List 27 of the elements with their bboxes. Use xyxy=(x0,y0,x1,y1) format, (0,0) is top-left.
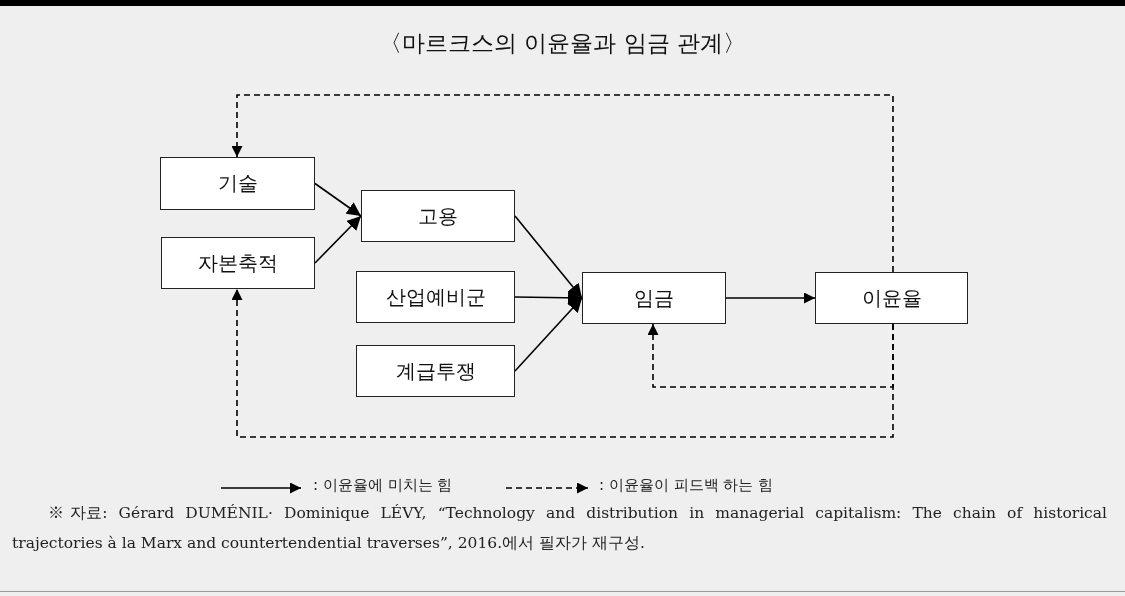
node-label: 산업예비군 xyxy=(385,283,486,311)
node-label: 이윤율 xyxy=(861,284,922,312)
process-box xyxy=(161,237,315,289)
arrow xyxy=(514,297,583,372)
node-label: 고용 xyxy=(418,202,458,230)
dashed-arrow xyxy=(231,288,894,438)
process-box xyxy=(582,272,726,324)
arrow xyxy=(314,215,362,264)
legend-label: : 이윤율에 미치는 힘 xyxy=(313,476,453,495)
arrow xyxy=(514,290,583,305)
dashed-arrow xyxy=(647,323,894,388)
arrow xyxy=(314,182,362,217)
arrow xyxy=(514,215,583,299)
diagram-title: 〈마르크스의 이윤율과 임금 관계〉 xyxy=(379,29,746,58)
node-label: 기술 xyxy=(217,170,258,197)
legend-label: : 이윤율이 피드백 하는 힘 xyxy=(599,476,774,495)
process-box xyxy=(160,157,315,210)
node-label: 자본축적 xyxy=(198,249,278,277)
process-box xyxy=(356,345,515,397)
node-label: 계급투쟁 xyxy=(395,357,476,385)
process-box xyxy=(356,271,515,323)
node-label: 임금 xyxy=(634,284,674,312)
process-box xyxy=(815,272,968,324)
arrow xyxy=(725,292,816,304)
process-box xyxy=(361,190,515,242)
source-note: ※자료: Gérard DUMÉNIL· Dominique LÉVY, “Technology and distribution in managerial capitalism: The chain of historical trajectories à la Marx and countertendential traverses”, 2016.에서 필자가 재구성. xyxy=(12,503,1107,554)
dashed-arrow xyxy=(231,94,894,273)
